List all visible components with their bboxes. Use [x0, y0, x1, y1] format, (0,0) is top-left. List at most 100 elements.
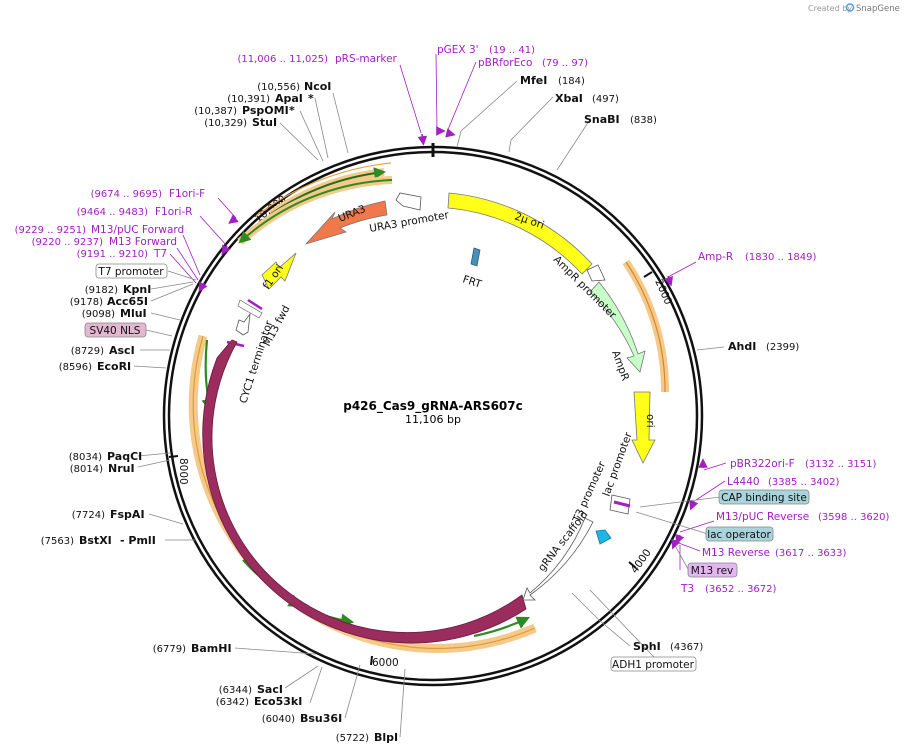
primer-l4440-pos: (3385 .. 3402) [768, 477, 840, 488]
enzyme-kpni[interactable]: KpnI [123, 283, 151, 296]
feature-ura3-promoter[interactable] [395, 192, 422, 211]
enzyme-bsu36i[interactable]: Bsu36I [300, 712, 342, 725]
primer-arrows [198, 126, 708, 550]
enzyme-ncoi-pos: (10,556) [257, 82, 300, 93]
feature-cyc1-terminator[interactable] [235, 312, 251, 336]
primer-l4440[interactable]: L4440 [727, 476, 760, 488]
enzyme-bstxi[interactable]: BstXI [79, 534, 112, 547]
primer-prs-marker[interactable]: pRS-marker [335, 53, 398, 65]
label-ampr: AmpR [609, 349, 631, 383]
enzyme-asci[interactable]: AscI [109, 344, 135, 357]
enzyme-ecori[interactable]: EcoRI [97, 360, 131, 373]
primer-t7[interactable]: T7 [153, 248, 167, 260]
created-by-text: Created by [808, 4, 852, 13]
primer-m13puc-rev[interactable]: M13/pUC Reverse [716, 511, 809, 523]
primer-pgex3-pos: (19 .. 41) [489, 45, 535, 56]
feature-m13-fwd-site [247, 298, 263, 311]
enzyme-nrui[interactable]: NruI [108, 462, 135, 475]
primer-amp-r-pos: (1830 .. 1849) [745, 252, 817, 263]
enzyme-ncoi[interactable]: NcoI [304, 80, 331, 93]
primer-m13puc-fwd[interactable]: M13/pUC Forward [91, 224, 184, 236]
enzyme-fspai[interactable]: FspAI [110, 508, 145, 521]
label-ori: ori [644, 414, 656, 428]
enzyme-bamhi[interactable]: BamHI [191, 642, 232, 655]
feature-leader-lines [145, 270, 721, 658]
enzyme-pmli[interactable]: - PmlI [120, 534, 156, 547]
enzyme-apai[interactable]: ApaI [275, 92, 303, 105]
primer-f1ori-r[interactable]: F1ori-R [155, 206, 192, 218]
feature-ura3[interactable] [304, 200, 388, 245]
enzyme-nrui-pos: (8014) [70, 464, 103, 475]
enzyme-bamhi-pos: (6779) [153, 644, 186, 655]
enzyme-blpi-pos: (5722) [336, 733, 369, 744]
tick-label-8000: 8000 [177, 458, 189, 485]
enzyme-xbai[interactable]: XbaI [555, 92, 583, 105]
enzyme-sphi-pos: (4367) [670, 642, 703, 653]
feature-ampr-promoter[interactable] [586, 264, 606, 282]
enzyme-mlui[interactable]: MluI [120, 307, 147, 320]
snapgene-brand: SnapGene [856, 4, 900, 14]
primer-pbrforeco-pos: (79 .. 97) [542, 58, 588, 69]
snapgene-logo-icon [845, 3, 855, 12]
feature-ampr[interactable] [589, 281, 646, 373]
enzyme-snabi[interactable]: SnaBI [584, 113, 620, 126]
label-cas9: Cas9 [286, 560, 314, 584]
primer-m13-fwd-pos: (9220 .. 9237) [32, 237, 104, 248]
enzyme-mlui-pos: (9098) [82, 309, 115, 320]
enzyme-sphi[interactable]: SphI [633, 640, 661, 653]
enzyme-paqci-pos: (8034) [69, 452, 102, 463]
feature-lac-operator-site [613, 500, 631, 508]
enzyme-saci-pos: (6344) [219, 685, 252, 696]
primer-f1ori-f[interactable]: F1ori-F [169, 188, 205, 200]
boxed-feature-t7-promoter[interactable]: T7 promoter [95, 263, 168, 279]
boxed-feature-adh1-promoter[interactable]: ADH1 promoter [610, 656, 697, 672]
enzyme-mfei[interactable]: MfeI [520, 74, 547, 87]
enzyme-leader-lines [133, 80, 725, 738]
label-frt: FRT [461, 273, 483, 290]
enzyme-blpi[interactable]: BlpI [374, 731, 398, 744]
feature-frt[interactable] [470, 247, 481, 267]
feature-grna-scaffold[interactable] [522, 517, 594, 601]
enzyme-acc65i[interactable]: Acc65I [107, 295, 148, 308]
primer-amp-r[interactable]: Amp-R [698, 251, 733, 263]
primer-m13-fwd[interactable]: M13 Forward [109, 236, 177, 248]
enzyme-fspai-pos: (7724) [72, 510, 105, 521]
boxed-feature-cap-binding-site[interactable]: CAP binding site [718, 489, 810, 505]
enzyme-asci-pos: (8729) [71, 346, 104, 357]
primer-m13-rev-pos: (3617 .. 3633) [775, 548, 847, 559]
primer-pbr322ori-f-pos: (3132 .. 3151) [805, 459, 877, 470]
feature-ori[interactable] [631, 391, 656, 464]
boxed-feature-m13-rev[interactable]: M13 rev [687, 562, 738, 578]
primer-pbrforeco[interactable]: pBRforEco [478, 57, 532, 69]
enzyme-stui[interactable]: StuI [252, 116, 277, 129]
enzyme-apai-mark: * [308, 92, 314, 105]
enzyme-eco53ki[interactable]: Eco53kI [254, 695, 302, 708]
tick-label-6000: 6000 [372, 657, 399, 669]
map-length: 11,106 bp [405, 413, 461, 426]
primer-pbr322ori-f[interactable]: pBR322ori-F [730, 458, 795, 470]
feature-cas9[interactable] [202, 339, 527, 644]
enzyme-kpni-pos: (9182) [85, 285, 118, 296]
enzyme-bstxi-pos: (7563) [41, 536, 74, 547]
tick-label-4000: 4000 [629, 547, 654, 576]
boxed-label-m13-rev: M13 rev [691, 565, 734, 577]
enzyme-paqci[interactable]: PaqCI [107, 450, 142, 463]
feature-m13-fwd[interactable] [237, 299, 263, 319]
tick-label-2000: 2000 [652, 277, 674, 306]
primer-f1ori-r-pos: (9464 .. 9483) [77, 207, 149, 218]
boxed-feature-sv40-nls[interactable]: SV40 NLS [84, 322, 147, 338]
boxed-label-cap-binding-site: CAP binding site [721, 492, 807, 504]
primer-t3-pos: (3652 .. 3672) [705, 584, 777, 595]
primer-pgex3[interactable]: pGEX 3' [437, 44, 479, 56]
enzyme-ahdi[interactable]: AhdI [728, 340, 756, 353]
enzyme-saci[interactable]: SacI [257, 683, 283, 696]
feature-2u-ori[interactable] [447, 192, 593, 275]
enzyme-pspomi[interactable]: PspOMI [242, 104, 289, 117]
enzyme-eco53ki-pos: (6342) [216, 697, 249, 708]
primer-prs-marker-pos: (11,006 .. 11,025) [238, 54, 329, 65]
boxed-feature-lac-operator[interactable]: lac operator [705, 526, 774, 542]
primer-t3[interactable]: T3 [680, 583, 694, 595]
primer-m13-rev[interactable]: M13 Reverse [702, 547, 770, 559]
feature-f1-ori[interactable] [261, 252, 297, 290]
